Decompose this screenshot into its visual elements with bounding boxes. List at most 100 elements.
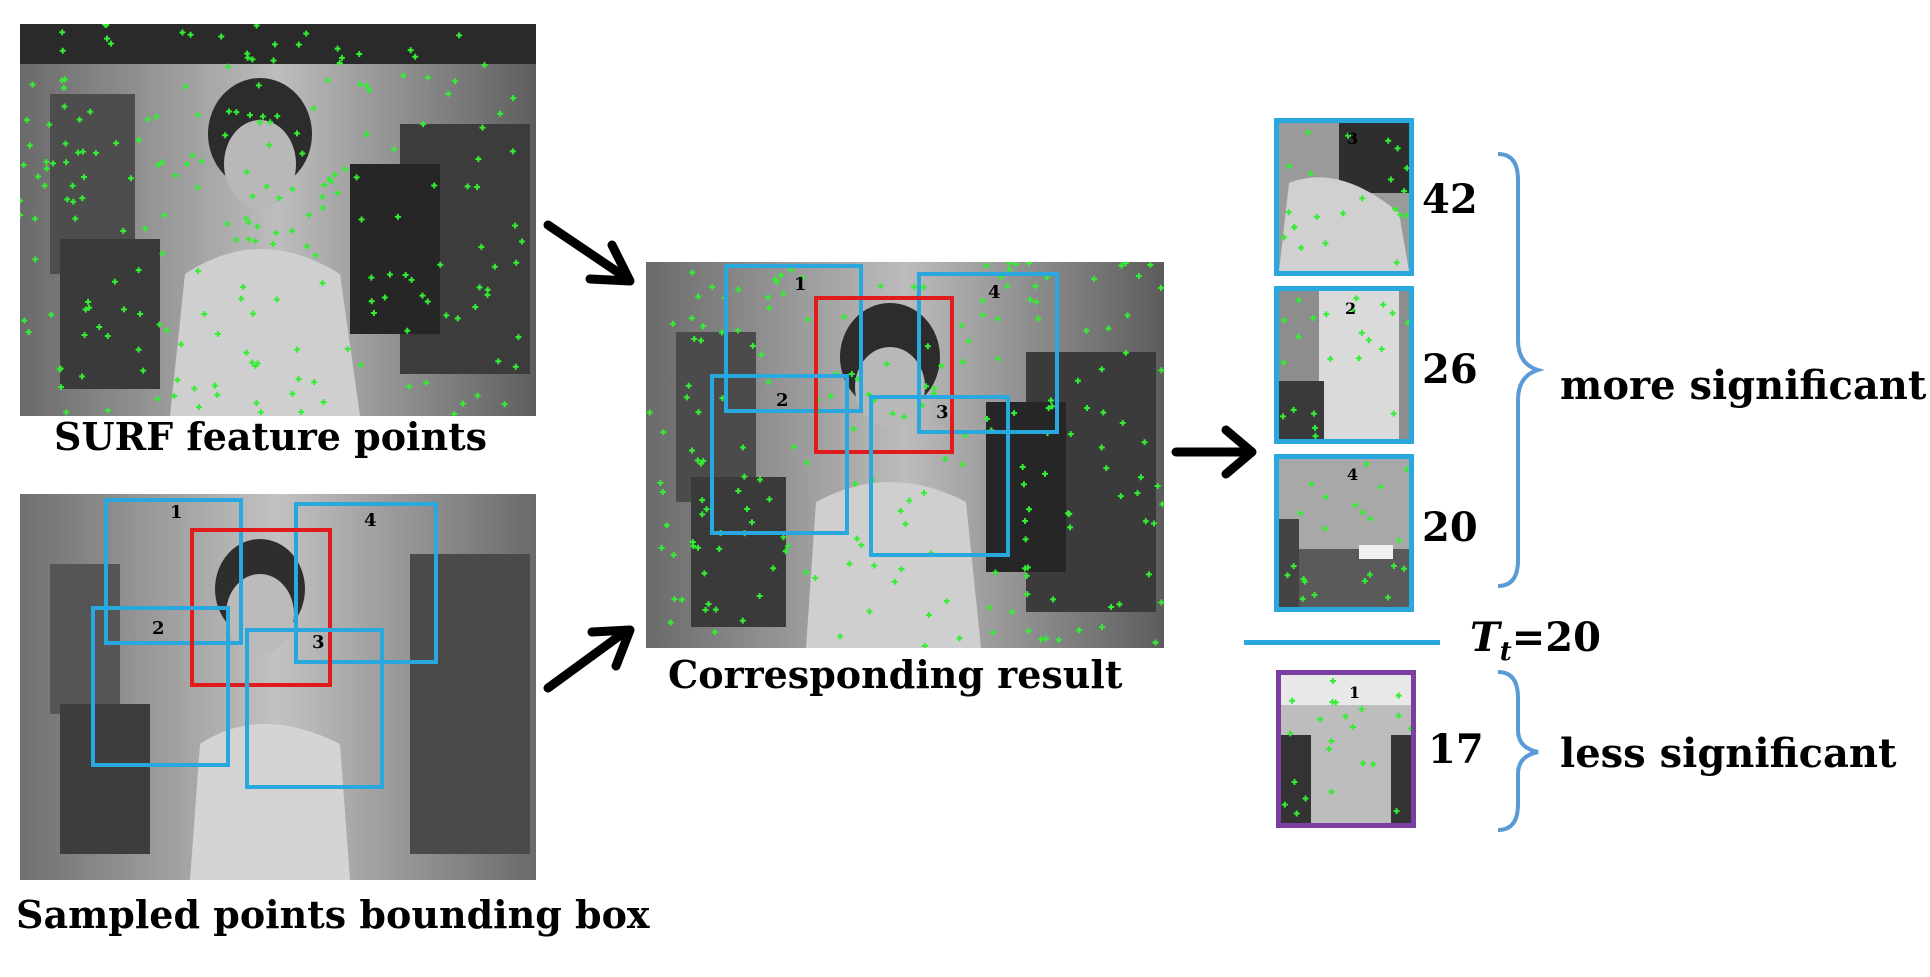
crop-1-label: 1 xyxy=(1349,683,1361,702)
feature-point xyxy=(274,113,281,120)
feature-point xyxy=(72,215,79,222)
feature-point xyxy=(515,334,522,341)
feature-point xyxy=(739,617,746,624)
feature-point xyxy=(1317,716,1324,723)
feature-point xyxy=(342,166,349,173)
feature-point xyxy=(1137,474,1144,481)
feature-point xyxy=(924,343,931,350)
feature-point xyxy=(233,109,240,116)
feature-point xyxy=(195,404,202,411)
feature-point xyxy=(513,259,520,266)
feature-point xyxy=(1332,699,1339,706)
feature-point xyxy=(1352,502,1359,509)
feature-point xyxy=(690,543,697,550)
feature-point xyxy=(1304,129,1311,136)
feature-point xyxy=(334,190,341,197)
feature-point xyxy=(107,40,114,47)
feature-point xyxy=(311,379,318,386)
feature-point xyxy=(179,29,186,36)
feature-point xyxy=(20,197,24,204)
feature-point xyxy=(1084,404,1091,411)
feature-point xyxy=(104,333,111,340)
feature-point xyxy=(853,535,860,542)
feature-point xyxy=(770,565,777,572)
feature-point xyxy=(1345,132,1352,139)
crop-4: 4 xyxy=(1274,454,1414,612)
feature-point xyxy=(889,410,896,417)
feature-point xyxy=(225,108,232,115)
feature-point xyxy=(246,112,253,119)
feature-point xyxy=(1310,410,1317,417)
feature-point xyxy=(263,183,270,190)
feature-point xyxy=(69,182,76,189)
feature-point xyxy=(906,497,913,504)
feature-point xyxy=(254,223,261,230)
feature-point xyxy=(273,296,280,303)
feature-point xyxy=(43,165,50,172)
feature-point xyxy=(958,322,965,329)
feature-point xyxy=(20,211,24,218)
surf-image xyxy=(20,24,536,416)
feature-point xyxy=(1340,210,1347,217)
feature-point xyxy=(135,346,142,353)
feature-point xyxy=(80,173,87,180)
result-bbox-label-1: 1 xyxy=(794,274,807,295)
feature-point xyxy=(1370,761,1377,768)
feature-point xyxy=(1403,212,1409,219)
feature-point xyxy=(735,487,742,494)
feature-point xyxy=(456,32,463,39)
feature-point xyxy=(1359,509,1366,516)
feature-point xyxy=(1076,627,1083,634)
feature-point xyxy=(135,267,142,274)
feature-point xyxy=(344,346,351,353)
feature-point xyxy=(312,252,319,259)
feature-point xyxy=(222,132,229,139)
feature-point xyxy=(1287,730,1294,737)
feature-point xyxy=(253,400,260,407)
feature-point xyxy=(1291,224,1298,231)
feature-point xyxy=(709,283,716,290)
feature-point xyxy=(254,360,261,367)
feature-point xyxy=(683,394,690,401)
feature-point xyxy=(412,53,419,60)
feature-point xyxy=(741,473,748,480)
feature-point xyxy=(50,160,57,167)
feature-point xyxy=(989,629,996,636)
feature-point xyxy=(1154,482,1161,489)
feature-point xyxy=(1326,746,1333,753)
feature-point xyxy=(271,41,278,48)
feature-point xyxy=(405,383,412,390)
feature-point xyxy=(140,367,147,374)
feature-point xyxy=(172,172,179,179)
feature-point xyxy=(757,476,764,483)
feature-point xyxy=(120,306,127,313)
feature-point xyxy=(249,193,256,200)
feature-point xyxy=(419,292,426,299)
feature-point xyxy=(1289,697,1296,704)
feature-point xyxy=(59,47,66,54)
feature-point xyxy=(695,293,702,300)
feature-point xyxy=(320,399,327,406)
feature-point xyxy=(1067,524,1074,531)
feature-point xyxy=(1313,213,1320,220)
feature-point xyxy=(694,457,701,464)
feature-point xyxy=(445,90,452,97)
feature-point xyxy=(1307,170,1314,177)
crop-3-label: 3 xyxy=(1347,129,1359,148)
feature-point xyxy=(259,113,266,120)
feature-point xyxy=(363,131,370,138)
feature-point xyxy=(1360,760,1367,767)
feature-point xyxy=(211,382,218,389)
feature-point xyxy=(852,480,859,487)
feature-point xyxy=(402,271,409,278)
feature-point xyxy=(691,336,698,343)
feature-point xyxy=(424,298,431,305)
feature-point xyxy=(43,158,50,165)
feature-point xyxy=(484,291,491,298)
sampled-caption: Sampled points bounding box xyxy=(16,892,650,937)
feature-point xyxy=(289,390,296,397)
feature-point xyxy=(29,81,36,88)
feature-point xyxy=(1152,639,1159,646)
feature-point xyxy=(358,216,365,223)
feature-point xyxy=(1024,591,1031,598)
